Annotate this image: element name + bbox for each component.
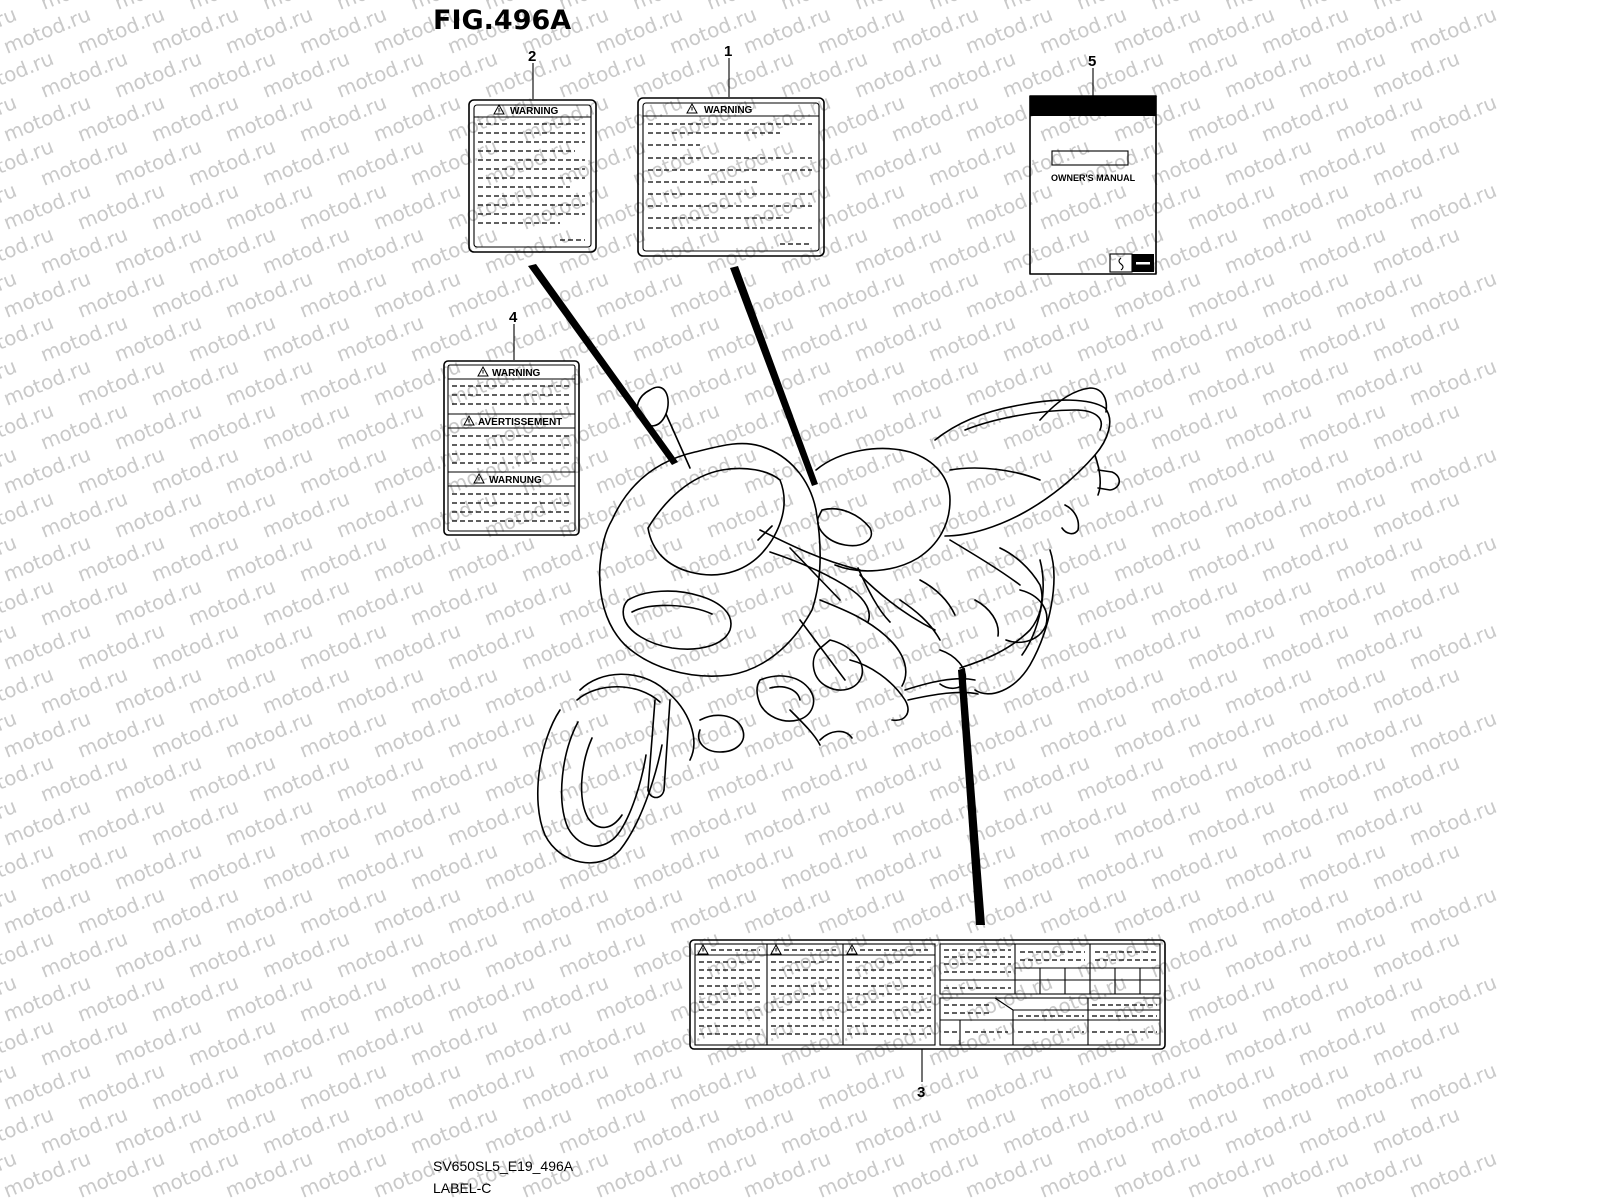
figure-title: FIG.496A bbox=[433, 5, 571, 36]
label-1-heading: WARNING bbox=[704, 105, 753, 116]
section-label: LABEL-C bbox=[433, 1180, 491, 1196]
watermark: motod.rumotod.rumotod.rumotod.rumotod.ru… bbox=[0, 0, 1500, 1200]
label-5-text: OWNER'S MANUAL bbox=[1051, 173, 1136, 183]
label-2-heading: WARNING bbox=[510, 106, 559, 117]
callout-2[interactable]: 2 bbox=[528, 48, 536, 65]
callout-5[interactable]: 5 bbox=[1088, 53, 1096, 70]
callout-1[interactable]: 1 bbox=[724, 43, 732, 60]
figure-code: SV650SL5_E19_496A bbox=[433, 1158, 574, 1174]
label-4-heading-en: WARNING bbox=[492, 368, 541, 379]
label-4-heading-de: WARNUNG bbox=[489, 475, 542, 486]
label-4-heading-fr: AVERTISSEMENT bbox=[478, 417, 562, 428]
callout-4[interactable]: 4 bbox=[509, 309, 518, 326]
callout-3[interactable]: 3 bbox=[917, 1084, 925, 1101]
